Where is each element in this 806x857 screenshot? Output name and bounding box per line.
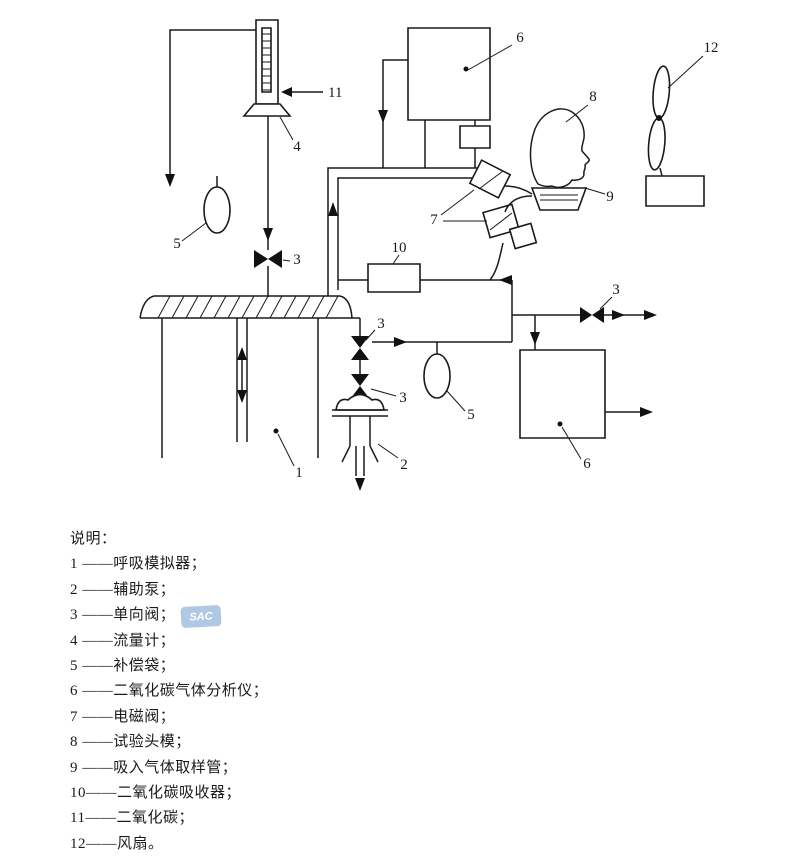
right-arrow-icon [612, 310, 625, 320]
callout-3c: 3 [399, 390, 407, 406]
right-arrow-icon [644, 310, 657, 320]
callout-6a: 6 [516, 30, 524, 46]
flow-meter [242, 20, 293, 140]
apparatus-schematic: 5 4 11 3 [0, 0, 719, 491]
callout-8: 8 [589, 89, 597, 105]
leader-line [668, 56, 703, 88]
legend-item-12: 12——风扇。 [70, 835, 164, 852]
leader-line [378, 444, 398, 458]
callout-5b: 5 [467, 407, 475, 423]
callout-12: 12 [704, 40, 719, 56]
compensation-bag-upper [182, 176, 230, 241]
junction-dot [463, 66, 469, 72]
legend: 说明： 1 ——呼吸模拟器； 2 ——辅助泵； 3 ——单向阀； 4 ——流量计… [70, 527, 630, 857]
up-arrow-icon [328, 202, 338, 216]
callout-4: 4 [293, 139, 301, 155]
head-collar [530, 187, 588, 211]
solenoid-valves [441, 160, 536, 248]
legend-item-1: 1 ——呼吸模拟器； [70, 556, 207, 573]
callout-7: 7 [430, 212, 438, 228]
leader-line [562, 427, 581, 459]
legend-item-8: 8 ——试验头模； [70, 734, 191, 751]
check-valve-icon [351, 374, 369, 386]
check-valve-icon [351, 336, 369, 348]
leader-line [280, 117, 293, 140]
leader-line [278, 434, 294, 466]
down-arrow-icon [378, 110, 388, 123]
legend-item-5: 5 ——补偿袋； [70, 658, 176, 675]
gas-analyzer-bottom [520, 350, 653, 459]
analyzer-port [460, 126, 490, 148]
pump-line [372, 337, 512, 411]
legend-item-3: 3 ——单向阀； [70, 607, 176, 624]
callout-3d: 3 [612, 282, 620, 298]
down-arrow-icon [355, 478, 365, 491]
junction-dot [273, 428, 279, 434]
co2-inlet-arrow [281, 87, 323, 97]
callout-9: 9 [606, 189, 614, 205]
compensation-bag-lower [424, 354, 450, 398]
check-valve-icon [592, 307, 604, 323]
legend-item-6: 6 ——二氧化碳气体分析仪； [70, 683, 269, 700]
down-arrow-icon [530, 332, 540, 345]
scale-ticks [262, 34, 271, 90]
sampling-tube [540, 195, 578, 200]
check-valve-icon [351, 348, 369, 360]
down-arrow-icon [165, 174, 175, 187]
callout-2: 2 [400, 457, 408, 473]
check-valve-icon [254, 250, 268, 268]
right-arrow-icon [640, 407, 653, 417]
leader-line [393, 255, 399, 264]
leader-line [283, 260, 290, 261]
leader-line [447, 391, 465, 411]
down-arrow-icon [263, 228, 273, 241]
fan-hub [656, 115, 662, 121]
pump-branch [351, 318, 396, 398]
leader-line [468, 45, 512, 70]
leader-line [441, 190, 474, 215]
fan-blade [651, 66, 671, 119]
callout-10: 10 [392, 240, 407, 256]
callout-6b: 6 [583, 456, 591, 472]
leader-line [566, 105, 588, 122]
callout-11: 11 [328, 85, 342, 101]
co2-absorber [338, 243, 512, 292]
auxiliary-pump [332, 395, 398, 491]
fan-stand [646, 56, 704, 206]
callout-5a: 5 [173, 236, 181, 252]
exhaust-branch [512, 280, 657, 350]
left-arrow-icon [499, 275, 512, 285]
legend-item-4: 4 ——流量计； [70, 632, 176, 649]
leader-line [600, 297, 612, 309]
up-arrow-icon [237, 347, 247, 360]
junction-dot [557, 421, 563, 427]
flow-meter-base [242, 103, 292, 117]
legend-heading: 说明： [70, 531, 117, 547]
legend-item-10: 10——二氧化碳吸收器； [70, 785, 242, 802]
legend-item-9: 9 ——吸入气体取样管； [70, 759, 238, 776]
check-valve-icon [268, 250, 282, 268]
leader-line [585, 188, 605, 194]
legend-item-2: 2 ——辅助泵； [70, 581, 176, 598]
legend-item-11: 11——二氧化碳； [70, 810, 194, 827]
callout-3b: 3 [377, 316, 385, 332]
check-valve-icon [580, 307, 592, 323]
leader-line [371, 389, 396, 396]
fan-blade [646, 117, 666, 170]
gas-analyzer-top [378, 28, 512, 168]
legend-item-7: 7 ——电磁阀； [70, 708, 176, 725]
callout-1: 1 [295, 465, 303, 481]
leader-line [182, 223, 206, 241]
fan [646, 66, 671, 171]
left-arrow-icon [281, 87, 292, 97]
right-arrow-icon [394, 337, 407, 347]
callout-3a: 3 [293, 252, 301, 268]
co2-feed-line [254, 116, 290, 297]
co2-supply-pipe [165, 30, 256, 187]
leader-line [366, 330, 375, 340]
test-head-form [505, 105, 605, 212]
down-arrow-icon [237, 390, 247, 403]
breathing-simulator [140, 296, 360, 466]
diaphragm-hatch [158, 296, 338, 318]
